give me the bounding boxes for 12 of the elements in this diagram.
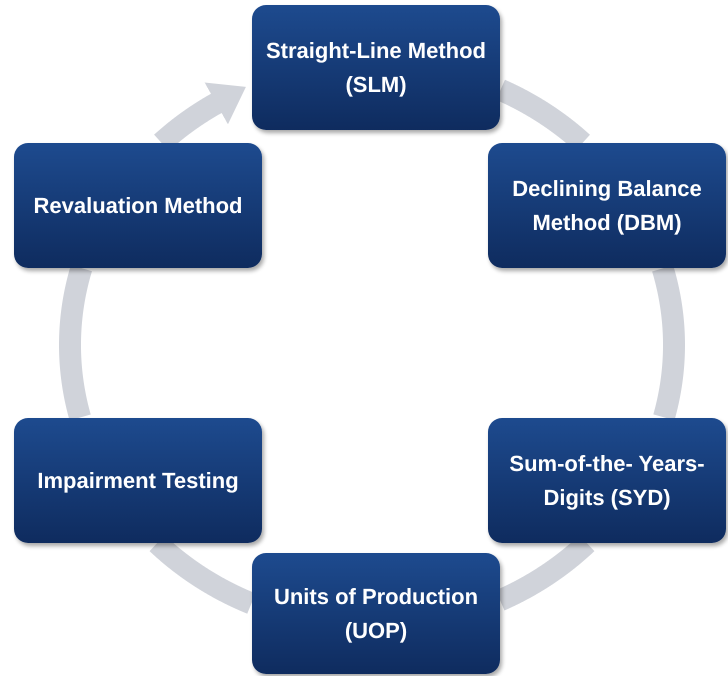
- box-label: Units of Production (UOP): [272, 582, 480, 645]
- box-label: Straight-Line Method (SLM): [265, 36, 487, 99]
- box-label: Sum-of-the- Years-Digits (SYD): [508, 450, 706, 512]
- process-box: [14, 143, 262, 268]
- process-box: [252, 5, 500, 130]
- box-label: Revaluation Method: [33, 192, 242, 220]
- process-box: [252, 553, 500, 674]
- box-label: Declining Balance Method (DBM): [511, 174, 703, 237]
- process-box: [488, 418, 726, 543]
- process-box: [488, 143, 726, 268]
- box-label: Impairment Testing: [37, 466, 239, 495]
- process-box: [14, 418, 262, 543]
